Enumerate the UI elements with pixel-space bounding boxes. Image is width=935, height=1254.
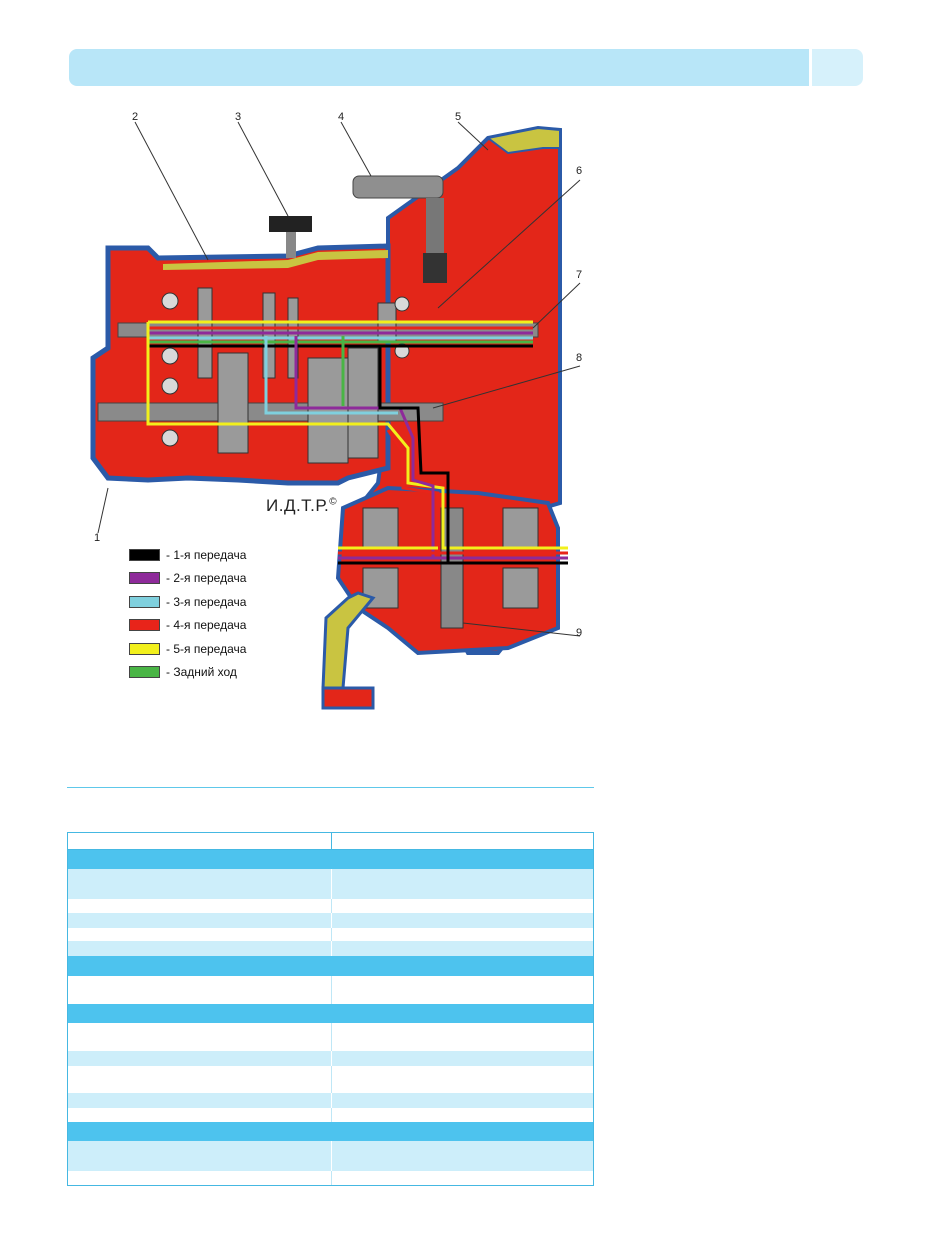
table-row bbox=[68, 1079, 593, 1094]
table-cell bbox=[68, 1093, 332, 1108]
legend-item: - 1-я передача bbox=[129, 543, 329, 567]
table-cell bbox=[68, 1079, 332, 1094]
callout-3: 3 bbox=[235, 111, 241, 123]
section-divider bbox=[67, 787, 594, 788]
legend-label: - 1-я передача bbox=[166, 547, 247, 562]
table-cell bbox=[68, 927, 332, 942]
legend-item: - Задний ход bbox=[129, 661, 329, 685]
table-row bbox=[68, 1065, 593, 1080]
table-cell bbox=[68, 1141, 332, 1157]
callout-7: 7 bbox=[576, 269, 582, 281]
input-shaft bbox=[117, 322, 539, 338]
table-row bbox=[68, 899, 593, 913]
legend-label: - 4-я передача bbox=[166, 618, 247, 633]
table-section-row bbox=[68, 1003, 593, 1024]
table-cell bbox=[68, 1050, 332, 1066]
page-number-tab bbox=[812, 49, 863, 86]
table-cell bbox=[68, 1023, 332, 1038]
legend-label: - 3-я передача bbox=[166, 594, 247, 609]
table-row bbox=[68, 1093, 593, 1108]
breather-cap bbox=[269, 216, 312, 232]
table-section-row bbox=[68, 1121, 593, 1142]
table-row bbox=[68, 1050, 593, 1066]
table-cell bbox=[68, 989, 332, 1004]
table-cell bbox=[68, 941, 332, 957]
callout-4: 4 bbox=[338, 111, 344, 123]
callout-2: 2 bbox=[132, 111, 138, 123]
legend-item: - 5-я передача bbox=[129, 637, 329, 661]
table-row bbox=[68, 1171, 593, 1185]
table-cell bbox=[68, 869, 332, 885]
legend-swatch bbox=[129, 666, 160, 679]
legend-swatch bbox=[129, 595, 160, 608]
legend-label: - 2-я передача bbox=[166, 571, 247, 586]
table-row bbox=[68, 1156, 593, 1172]
table-row bbox=[68, 884, 593, 900]
legend-swatch bbox=[129, 619, 160, 632]
legend-swatch bbox=[129, 642, 160, 655]
legend-item: - 4-я передача bbox=[129, 614, 329, 638]
oil-pipe bbox=[321, 591, 376, 690]
legend-label: - 5-я передача bbox=[166, 641, 247, 656]
callout-1: 1 bbox=[94, 532, 100, 544]
clutch-fork-lever bbox=[352, 175, 444, 199]
table-row bbox=[68, 989, 593, 1004]
table-row bbox=[68, 869, 593, 885]
table-cell bbox=[68, 1065, 332, 1080]
top-cover bbox=[163, 250, 388, 270]
differential-bearings bbox=[362, 507, 539, 609]
table-cell bbox=[68, 1171, 332, 1185]
legend-label: - Задний ход bbox=[166, 665, 237, 680]
table-cell bbox=[68, 1156, 332, 1172]
table-row bbox=[68, 1037, 593, 1051]
legend-swatch bbox=[129, 572, 160, 585]
callout-leaders bbox=[97, 121, 581, 637]
table-row bbox=[68, 912, 593, 928]
table-row bbox=[68, 1141, 593, 1157]
copyright-watermark: И.Д.Т.Р.© bbox=[266, 496, 337, 516]
legend-item: - 3-я передача bbox=[129, 590, 329, 614]
table-cell bbox=[68, 912, 332, 928]
table-row bbox=[68, 927, 593, 942]
callout-8: 8 bbox=[576, 352, 582, 364]
watermark-copyright-mark: © bbox=[329, 496, 338, 508]
bellhousing-rim bbox=[485, 126, 561, 155]
spec-table bbox=[67, 832, 594, 1186]
gearbox-drawing: 2 3 4 5 6 7 8 9 1 bbox=[90, 111, 582, 710]
table-cell bbox=[68, 1037, 332, 1051]
legend-item: - 2-я передача bbox=[129, 567, 329, 591]
power-flow-legend: - 1-я передача - 2-я передача - 3-я переда… bbox=[129, 543, 329, 684]
table-cell bbox=[68, 899, 332, 913]
table-cell bbox=[68, 1107, 332, 1122]
callout-6: 6 bbox=[576, 165, 582, 177]
table-cell bbox=[68, 975, 332, 990]
table-section-row bbox=[68, 849, 593, 870]
power-flow-paths bbox=[146, 320, 568, 565]
table-row bbox=[68, 975, 593, 990]
bearings bbox=[161, 292, 410, 447]
page-header-bar bbox=[69, 49, 809, 86]
table-header-row bbox=[68, 833, 593, 850]
table-row bbox=[68, 1107, 593, 1122]
table-section-row bbox=[68, 956, 593, 976]
gearbox-cutaway-figure: 2 3 4 5 6 7 8 9 1 bbox=[88, 108, 598, 718]
gears bbox=[197, 287, 397, 464]
watermark-text: И.Д.Т.Р. bbox=[266, 496, 330, 515]
table-cell bbox=[68, 884, 332, 900]
legend-swatch bbox=[129, 548, 160, 561]
callout-numbers: 2 3 4 5 6 7 8 9 1 bbox=[94, 111, 582, 639]
callout-5: 5 bbox=[455, 111, 461, 123]
callout-9: 9 bbox=[576, 627, 582, 639]
table-cell bbox=[68, 833, 332, 849]
table-row bbox=[68, 1023, 593, 1038]
table-row bbox=[68, 941, 593, 957]
